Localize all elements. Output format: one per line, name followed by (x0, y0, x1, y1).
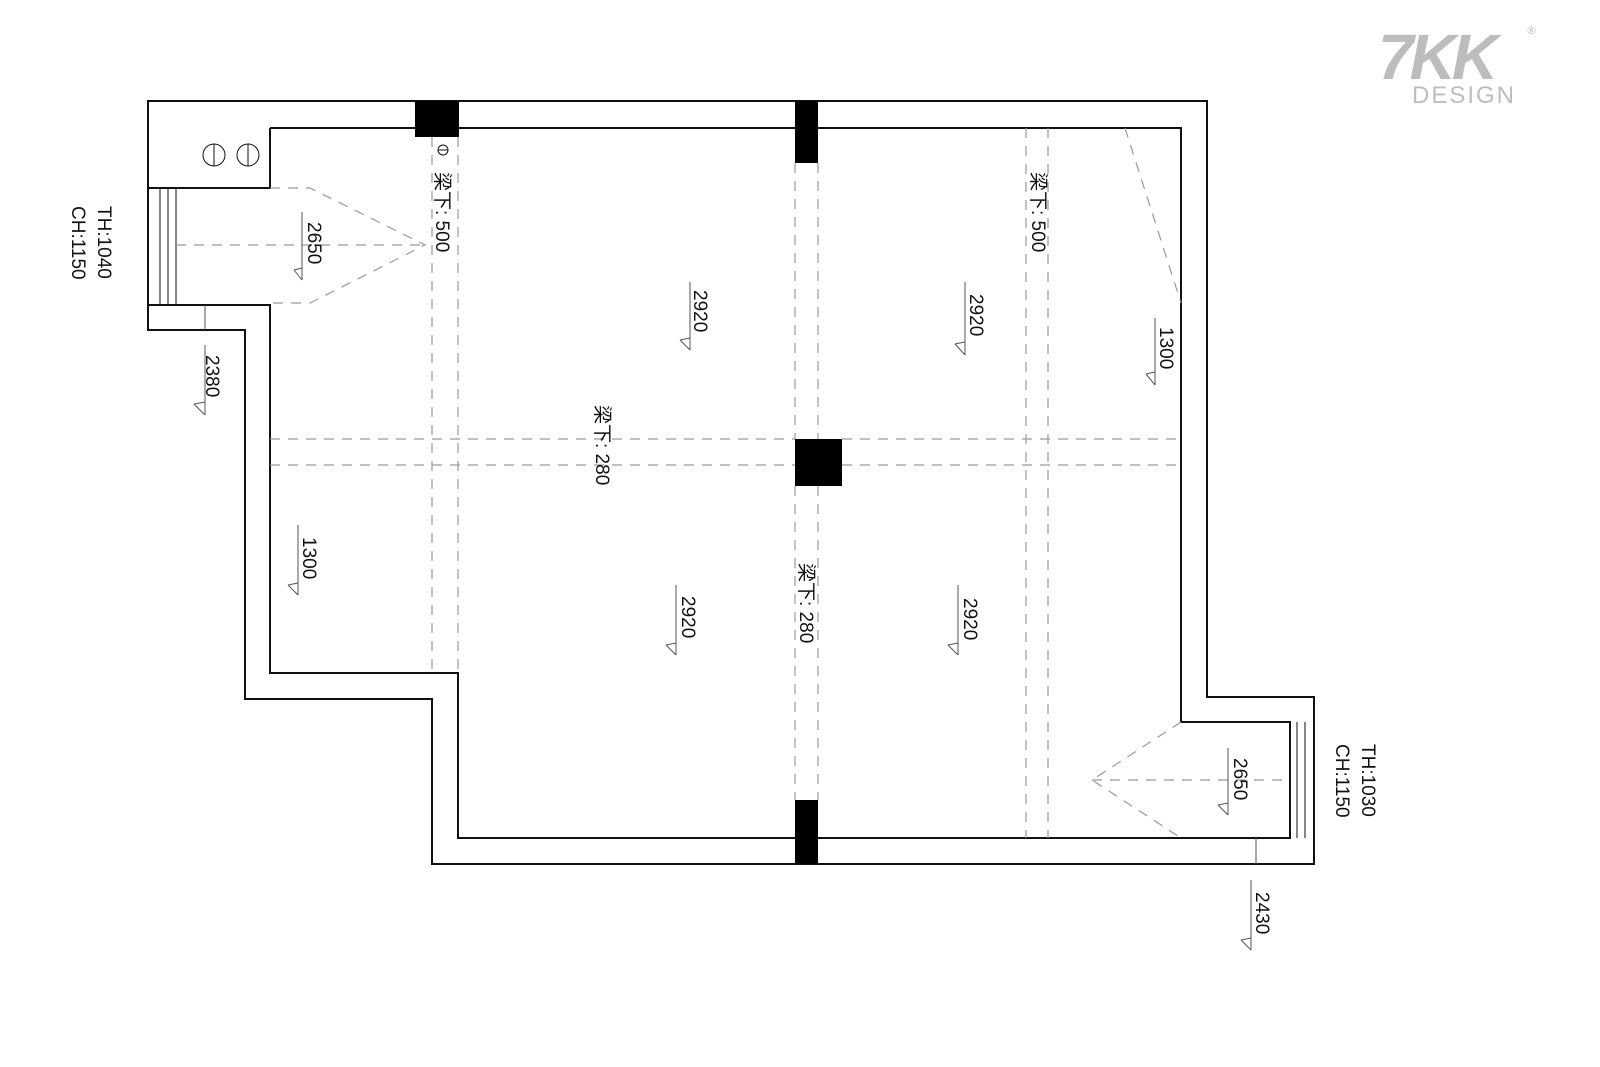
beam-label-a: 梁下: 500 (431, 172, 453, 252)
beam-label-b: 梁下: 500 (1027, 172, 1049, 252)
labels: 梁下: 500 梁下: 500 梁下: 280 梁下: 280 2650 238… (67, 172, 1378, 934)
brand-logo: 7KK DESIGN ® (1372, 22, 1572, 112)
beam-lines (176, 127, 1290, 839)
window-th-label: TH:1030 (1357, 744, 1378, 817)
height-label: 2380 (201, 355, 222, 397)
right-window (1289, 722, 1306, 838)
column-bottom-mid (795, 800, 818, 864)
beam-label-d: 梁下: 280 (795, 563, 817, 643)
height-label: 2920 (965, 294, 986, 336)
height-label: 2650 (1229, 758, 1250, 800)
logo-subtitle: DESIGN (1412, 82, 1517, 109)
logo-mark: 7KK (1378, 21, 1498, 93)
small-drain-icon (437, 144, 449, 156)
height-label: 2430 (1251, 892, 1272, 934)
height-label: 1300 (1155, 327, 1176, 369)
registered-icon: ® (1526, 24, 1537, 37)
height-label: 2650 (303, 222, 324, 264)
height-label: 2920 (959, 598, 980, 640)
elevation-markers (193, 212, 1257, 951)
drain-icon (202, 143, 260, 167)
height-label: 1300 (298, 537, 319, 579)
column-center (795, 439, 842, 486)
left-window (159, 188, 177, 305)
column-top-left (415, 101, 459, 137)
window-th-label: TH:1040 (93, 206, 114, 279)
height-label: 2920 (677, 596, 698, 638)
window-ch-label: CH:1150 (67, 206, 88, 280)
beam-label-c: 梁下: 280 (591, 405, 613, 485)
column-top-mid (795, 101, 818, 163)
height-label: 2920 (689, 290, 710, 332)
outer-wall (147, 100, 1315, 865)
window-ch-label: CH:1150 (1331, 744, 1352, 818)
